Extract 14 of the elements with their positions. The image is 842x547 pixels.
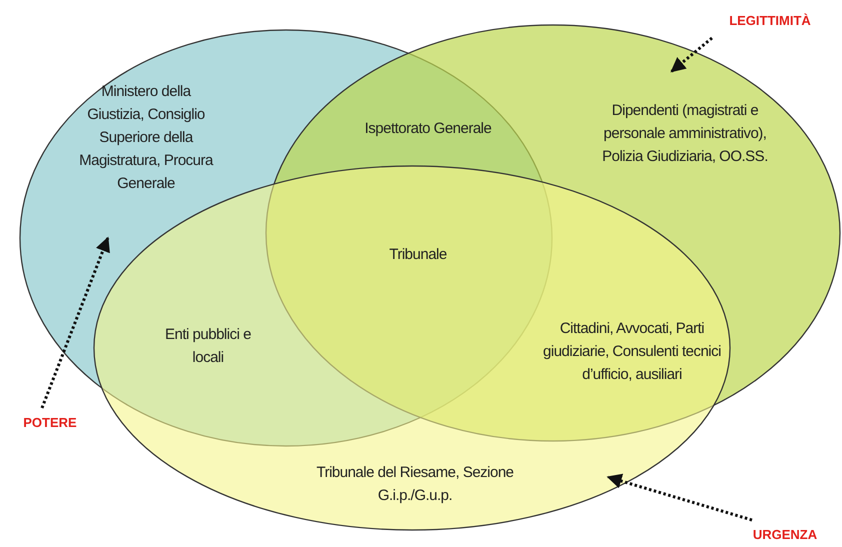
category-label: URGENZA [752, 527, 818, 542]
set-ellipse [265, 24, 841, 442]
region-label: Cittadini, Avvocati, Parti giudiziarie, Consulenti tecnici d’ufficio, ausiliari [542, 319, 722, 385]
dotted-arrow [670, 36, 713, 73]
region-label: Tribunale del Riesame, Sezione G.i.p./G.u.p. [315, 463, 515, 506]
region-label: Ispettorato Generale [364, 119, 492, 139]
region-label: Dipendenti (magistrati e personale amministrativo), Polizia Giudiziaria, OO.SS. [601, 101, 769, 167]
dotted-arrow [606, 474, 752, 522]
category-label: POTERE [23, 415, 77, 430]
region-label: Ministero della Giustizia, Consiglio Superiore della Magistratura, Procura Generale [78, 82, 214, 194]
dotted-arrow [40, 236, 110, 409]
category-label: LEGITTIMITÀ [729, 13, 811, 28]
region-label: Tribunale [388, 245, 448, 265]
region-label: Enti pubblici e locali [164, 325, 252, 368]
